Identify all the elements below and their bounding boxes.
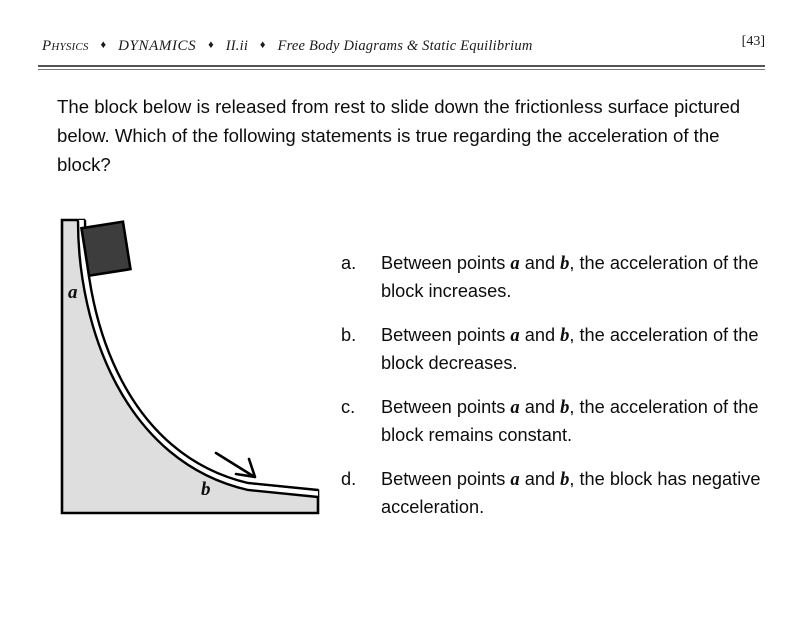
answer-point-b: b	[560, 470, 570, 490]
answer-point-b: b	[560, 254, 570, 274]
point-a-label: a	[68, 282, 78, 303]
answer-point-a: a	[510, 326, 520, 346]
header-section: II.ii	[225, 38, 249, 54]
answer-point-a: a	[510, 398, 520, 418]
answer-text-part3: , the acceleration of the block remains …	[381, 397, 759, 445]
answer-letter: a.	[341, 253, 357, 273]
answer-letter: c.	[341, 397, 356, 417]
header-breadcrumb: Physics ♦ DYNAMICS ♦ II.ii ♦ Free Body D…	[42, 38, 533, 55]
answer-choice-c[interactable]: c. Between points a and b, the accelerat…	[341, 394, 761, 449]
answer-text: Between points a and b, the acceleration…	[381, 250, 761, 305]
answer-choices-list: a. Between points a and b, the accelerat…	[341, 250, 761, 538]
page-number: [43]	[741, 34, 765, 49]
answer-point-a: a	[510, 254, 520, 274]
answer-choice-b[interactable]: b. Between points a and b, the accelerat…	[341, 322, 761, 377]
answer-text-part3: , the acceleration of the block decrease…	[381, 325, 759, 373]
answer-text-part2: and	[519, 469, 561, 489]
answer-text-part3: , the acceleration of the block increase…	[381, 253, 759, 301]
answer-text: Between points a and b, the acceleration…	[381, 322, 761, 377]
answer-choice-a[interactable]: a. Between points a and b, the accelerat…	[341, 250, 761, 305]
channel-outer-curve	[76, 219, 320, 499]
running-header: Physics ♦ DYNAMICS ♦ II.ii ♦ Free Body D…	[38, 34, 765, 72]
answer-text-part2: and	[519, 397, 561, 417]
answer-text-part1: Between points	[381, 253, 511, 273]
header-topic: Free Body Diagrams & Static Equilibrium	[277, 38, 533, 54]
header-unit: DYNAMICS	[118, 38, 197, 54]
header-subject: Physics	[42, 38, 89, 54]
ramp-diagram-svg	[60, 218, 320, 515]
header-rule-thin	[38, 69, 765, 70]
answer-text-part1: Between points	[381, 469, 511, 489]
answer-text-part1: Between points	[381, 325, 511, 345]
answer-text: Between points a and b, the block has ne…	[381, 466, 761, 521]
header-separator-icon: ♦	[259, 39, 266, 51]
answer-text-part3: , the block has negative acceleration.	[381, 469, 761, 517]
header-separator-icon: ♦	[208, 39, 214, 51]
answer-point-a: a	[510, 470, 520, 490]
point-b-label: b	[201, 479, 211, 500]
answer-letter: d.	[341, 469, 357, 489]
answer-text-part1: Between points	[381, 397, 511, 417]
answer-point-b: b	[560, 398, 570, 418]
answer-text-part2: and	[519, 253, 561, 273]
question-text: The block below is released from rest to…	[57, 96, 741, 175]
ramp-diagram: a b	[48, 206, 338, 526]
answer-text-part2: and	[519, 325, 561, 345]
motion-arrow-head	[234, 457, 257, 479]
answer-letter: b.	[341, 325, 357, 345]
answer-choice-d[interactable]: d. Between points a and b, the block has…	[341, 466, 761, 521]
block	[79, 220, 132, 278]
answer-text: Between points a and b, the acceleration…	[381, 394, 761, 449]
answer-point-b: b	[560, 326, 570, 346]
motion-arrow	[214, 451, 255, 478]
header-separator-icon: ♦	[100, 39, 107, 51]
header-rule-thick	[38, 65, 765, 67]
